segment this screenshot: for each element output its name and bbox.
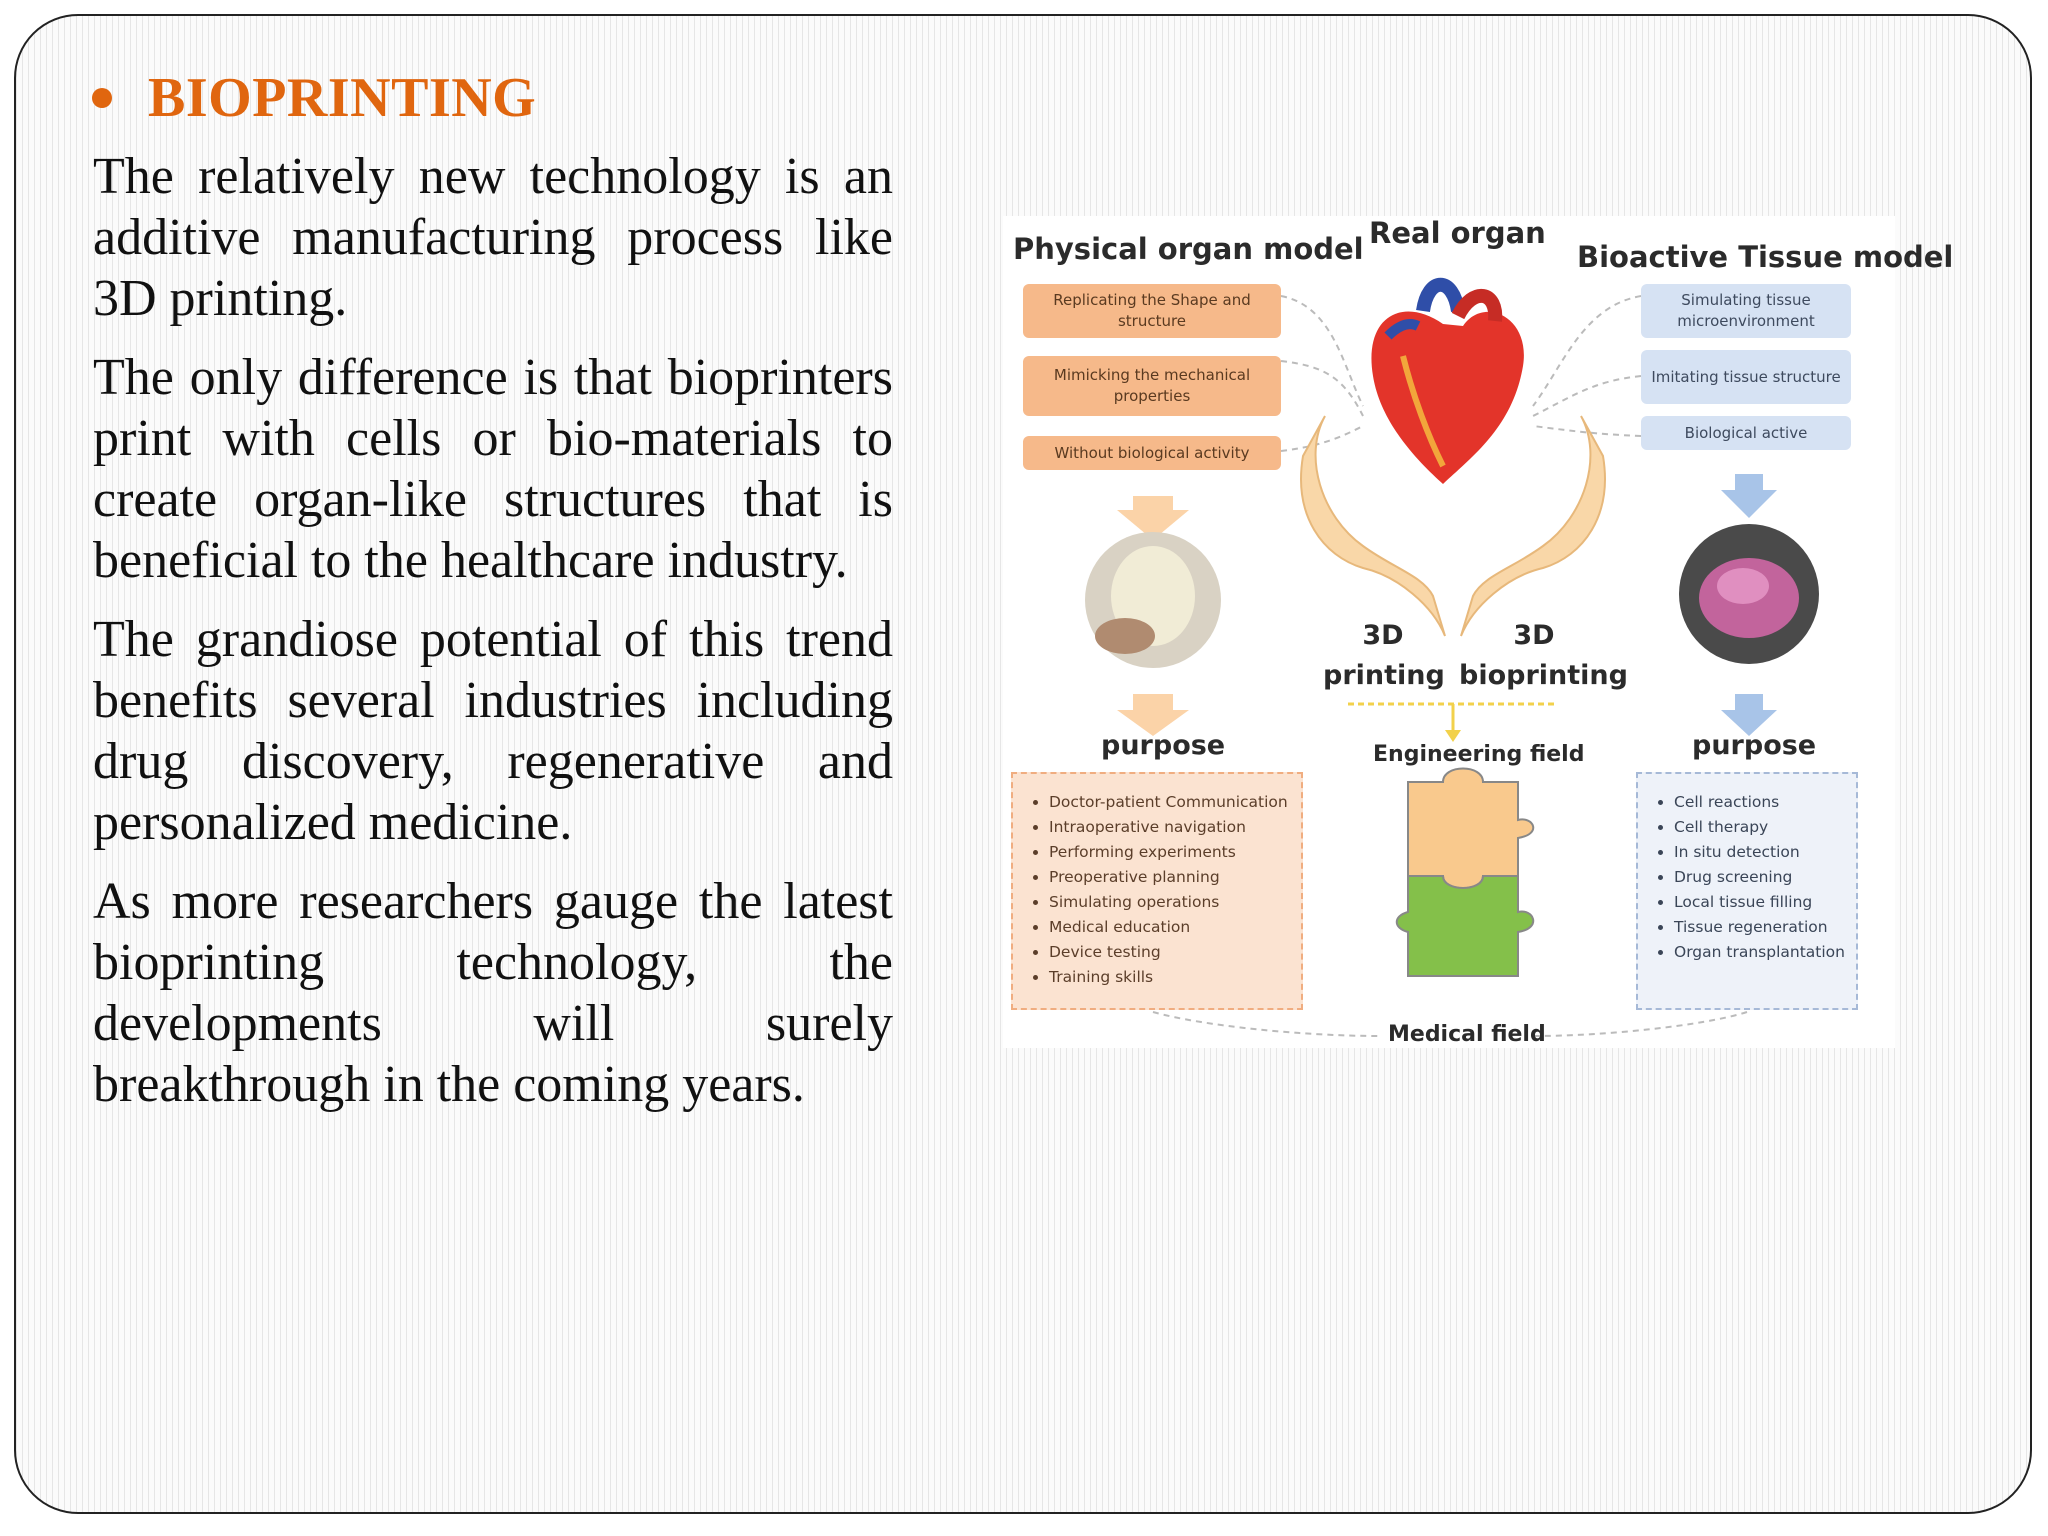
list-item: Tissue regeneration [1674, 915, 1846, 940]
list-item: Organ transplantation [1674, 940, 1846, 965]
figure-artwork [1085, 277, 1819, 1037]
list-item: Preoperative planning [1049, 865, 1291, 890]
right-box-2: Imitating tissue structure [1641, 350, 1851, 404]
paragraph-4: As more researchers gauge the latest bio… [93, 873, 893, 1113]
list-item: Cell therapy [1674, 815, 1846, 840]
left-box-3: Without biological activity [1023, 436, 1281, 470]
right-box-3: Biological active [1641, 416, 1851, 450]
down-arrow-icon [1721, 474, 1777, 518]
medical-field-label: Medical field [1388, 1022, 1546, 1047]
list-item: Training skills [1049, 965, 1291, 990]
title-text: BIOPRINTING [148, 67, 537, 129]
bioprinting-figure: Physical organ model Real organ Bioactiv… [1003, 216, 1953, 1048]
list-item: Intraoperative navigation [1049, 815, 1291, 840]
list-item: In situ detection [1674, 840, 1846, 865]
slide-title: BIOPRINTING [92, 66, 536, 130]
list-item: Drug screening [1674, 865, 1846, 890]
body-text: The relatively new technology is an addi… [93, 146, 893, 1133]
left-purpose-label: purpose [1101, 730, 1226, 761]
left-purpose-list: Doctor-patient Communication Intraoperat… [1011, 772, 1303, 1010]
down-arrow-icon [1117, 496, 1189, 540]
list-item: Device testing [1049, 940, 1291, 965]
engineering-field-label: Engineering field [1373, 742, 1585, 767]
label-3d-bioprinting: 3D bioprinting [1459, 620, 1628, 691]
list-item: Cell reactions [1674, 790, 1846, 815]
list-item: Simulating operations [1049, 890, 1291, 915]
down-arrow-icon [1117, 694, 1189, 736]
list-item: Medical education [1049, 915, 1291, 940]
real-organ-title: Real organ [1369, 216, 1546, 250]
bioactive-tissue-model-title: Bioactive Tissue model [1577, 240, 1954, 274]
list-item: Doctor-patient Communication [1049, 790, 1291, 815]
paragraph-3: The grandiose potential of this trend be… [93, 611, 893, 851]
left-box-2: Mimicking the mechanical properties [1023, 356, 1281, 416]
list-item: Local tissue filling [1674, 890, 1846, 915]
right-purpose-label: purpose [1692, 730, 1817, 761]
right-purpose-list: Cell reactions Cell therapy In situ dete… [1636, 772, 1858, 1010]
right-box-1: Simulating tissue microenvironment [1641, 284, 1851, 338]
down-arrow-icon [1721, 694, 1777, 736]
list-item: Performing experiments [1049, 840, 1291, 865]
bullet-icon [92, 88, 112, 108]
physical-organ-model-title: Physical organ model [1013, 232, 1364, 266]
label-3d-printing: 3D printing [1323, 620, 1445, 691]
paragraph-2: The only difference is that bioprinters … [93, 349, 893, 589]
paragraph-1: The relatively new technology is an addi… [93, 148, 893, 327]
left-box-1: Replicating the Shape and structure [1023, 284, 1281, 338]
